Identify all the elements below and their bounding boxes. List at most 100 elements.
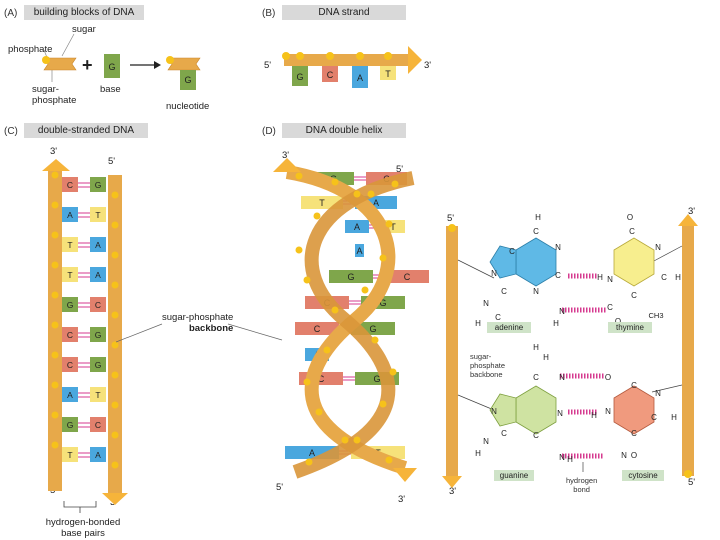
phosphate-dot (51, 171, 59, 179)
panel-b-letter: (B) (262, 8, 276, 19)
sugar-phosphate-shape (42, 56, 77, 71)
atom-label: H (567, 455, 573, 464)
phosphate-dot (51, 411, 59, 419)
sugar-phosphate-label: sugar- phosphate (32, 84, 77, 106)
atom-label: C (607, 303, 613, 312)
phosphate-dot (111, 191, 119, 199)
phosphate-dot (315, 408, 323, 416)
atom-label: O (631, 451, 637, 460)
thymine-label: thymine (608, 322, 652, 333)
phosphate-dot (389, 368, 397, 376)
atom-label: N (559, 453, 565, 462)
d-top-left: 3' (282, 150, 290, 161)
pair-left-base (62, 267, 78, 282)
helix-left-label: C (314, 324, 321, 334)
phosphate-dot (353, 436, 361, 444)
panel-b-title: DNA strand (282, 5, 406, 20)
helix-left-base (295, 322, 339, 335)
atom-label: N (557, 409, 563, 418)
atom-label: C (629, 227, 635, 236)
pair-right-base (90, 387, 106, 402)
phosphate-dot (111, 341, 119, 349)
helix-left-label: A (356, 246, 362, 256)
phosphate-dot (331, 306, 339, 314)
phosphate-dot (51, 201, 59, 209)
atom-label: O (615, 317, 621, 326)
helix-left-label: C (318, 374, 325, 384)
base-chemistry-graphic: NCNHCCCHNCNNHHNCONCHCCONCNHCNHHNCNHOCNCH… (442, 213, 698, 488)
backbone-pointer-lines (116, 323, 283, 343)
atom-label: H (475, 319, 481, 328)
phosphate-dot (313, 212, 321, 220)
pair-right-label: C (95, 300, 101, 310)
pair-right-base (90, 207, 106, 222)
pair-left-label: A (67, 390, 73, 400)
strand-bottom-3: 3' (449, 486, 457, 497)
nucleotide-shape: G (166, 56, 201, 90)
pair-left-label: G (67, 300, 74, 310)
phosphate-dot (391, 180, 399, 188)
helix-left-base (355, 244, 364, 257)
pair-right-base (90, 297, 106, 312)
pair-right-label: A (95, 270, 101, 280)
panel-a-title: building blocks of DNA (24, 5, 144, 20)
strand-5-label: 5' (264, 60, 272, 71)
adenine-label: adenine (487, 322, 531, 333)
pair-right-base (90, 447, 106, 462)
atom-label: H (597, 273, 603, 282)
atom-label: H (533, 343, 539, 352)
helix-right-label: G (379, 298, 386, 308)
strand-base-A (352, 66, 368, 88)
right-strand-top-3: 3' (688, 206, 696, 217)
phosphate-dot (111, 401, 119, 409)
methyl-label: CH3 (648, 311, 663, 320)
phosphate-dot (379, 400, 387, 408)
helix-left-label: A (354, 222, 360, 232)
pair-left-base (62, 417, 78, 432)
pair-left-base (62, 387, 78, 402)
base-g-text: G (108, 62, 115, 72)
nucleotide-label: nucleotide (166, 101, 210, 112)
helix-right-label: T (390, 222, 396, 232)
atom-label: C (501, 287, 507, 296)
pair-left-label: T (67, 240, 72, 250)
pair-left-base (62, 177, 78, 192)
atom-label: H (591, 411, 597, 420)
panel-d-title: DNA double helix (282, 123, 406, 138)
phosphate-dot (379, 254, 387, 262)
strand-base-C (322, 66, 338, 82)
pair-left-base (62, 447, 78, 462)
strand-base-label: T (385, 69, 391, 79)
phosphate-dot (367, 190, 375, 198)
hydrogen-bonded-label: hydrogen-bonded base pairs (38, 517, 128, 539)
pair-left-label: C (67, 360, 73, 370)
phosphate-dot (51, 351, 59, 359)
helix-right-label: C (404, 272, 411, 282)
phosphate-dot (295, 172, 303, 180)
atom-label: C (555, 271, 561, 280)
phosphate-dot (111, 311, 119, 319)
phosphate-dot (296, 52, 304, 60)
phosphate-dot (361, 286, 369, 294)
phosphate-dot (111, 431, 119, 439)
phosphate-dot (326, 52, 334, 60)
pair-left-base (62, 357, 78, 372)
strand-base-label: A (357, 73, 363, 83)
bracket-line-2: base pairs (61, 528, 105, 539)
pair-left-label: C (67, 180, 73, 190)
helix-right-base (385, 270, 429, 283)
panel-c-title: double-stranded DNA (24, 123, 148, 138)
phosphate-dot (51, 291, 59, 299)
helix-right-label: G (373, 374, 380, 384)
hydrogen-bond-label: hydrogen bond (566, 476, 597, 494)
atom-label: C (631, 291, 637, 300)
phosphate-dot (51, 261, 59, 269)
phosphate-label: phosphate (8, 44, 53, 55)
sugar-phosphate-backbone-label: sugar-phosphate backbone (162, 312, 233, 334)
phosphate-dot (51, 381, 59, 389)
hbond-line-2: bond (573, 485, 590, 494)
phosphate-dot (384, 52, 392, 60)
atom-label: H (535, 213, 541, 222)
helix-right-label: G (369, 324, 376, 334)
bracket-line-1: hydrogen-bonded (45, 517, 121, 528)
